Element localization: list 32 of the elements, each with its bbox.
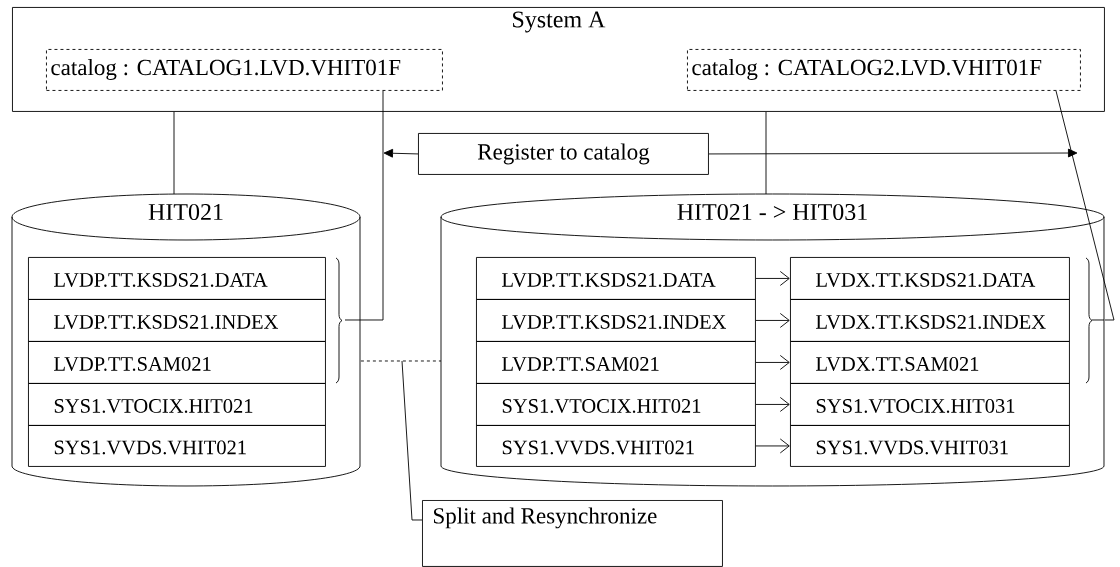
dataset-row: LVDP.TT.KSDS21.INDEX [476, 299, 756, 342]
connector-line [173, 111, 175, 195]
dataset-row: SYS1.VVDS.VHIT031 [790, 425, 1070, 467]
dataset-row: LVDP.TT.KSDS21.INDEX [28, 299, 326, 342]
arrow [383, 148, 419, 158]
dataset-row: SYS1.VTOCIX.HIT021 [28, 383, 326, 426]
process-box: Register to catalog [418, 133, 709, 175]
connector-line [360, 360, 442, 362]
dataset-row: SYS1.VTOCIX.HIT031 [790, 383, 1070, 426]
dataset-row: LVDX.TT.SAM021 [790, 341, 1070, 384]
leader-line [401, 360, 423, 521]
dataset-row: SYS1.VTOCIX.HIT021 [476, 383, 756, 426]
arrow [755, 355, 790, 370]
dataset-row: LVDX.TT.KSDS21.DATA [790, 257, 1070, 300]
dataset-row: LVDP.TT.KSDS21.DATA [28, 257, 326, 300]
dataset-row: LVDP.TT.SAM021 [28, 341, 326, 384]
arrow [755, 271, 790, 286]
catalog-box: catalog : CATALOG1.LVD.VHIT01F [46, 49, 443, 91]
dataset-row: LVDP.TT.KSDS21.DATA [476, 257, 756, 300]
connector-line [344, 90, 384, 321]
catalog-box: catalog : CATALOG2.LVD.VHIT01F [687, 49, 1081, 91]
arrow [755, 438, 790, 454]
dataset-row: LVDX.TT.KSDS21.INDEX [790, 299, 1070, 342]
dataset-row: SYS1.VVDS.VHIT021 [28, 425, 326, 467]
arrow [755, 313, 790, 328]
arrow [708, 148, 1078, 158]
arrow [755, 397, 790, 412]
dataset-row: SYS1.VVDS.VHIT021 [476, 425, 756, 467]
dataset-row: LVDP.TT.SAM021 [476, 341, 756, 384]
connector-line [1055, 90, 1115, 321]
process-box: Split and Resynchronize [422, 500, 723, 567]
connector-line [765, 111, 767, 195]
